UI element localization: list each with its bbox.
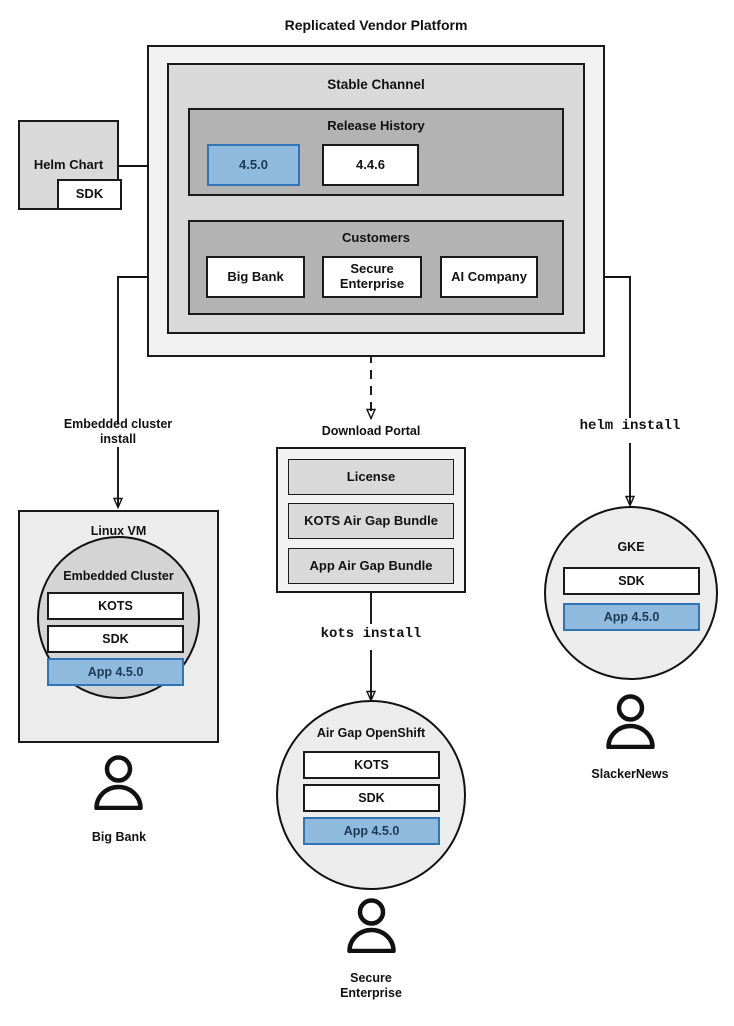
persona-label-secure-enterprise: Secure Enterprise (340, 971, 402, 1000)
gke-component-sdk[interactable]: SDK (563, 567, 700, 595)
persona-icon-big-bank (94, 755, 143, 810)
customer-big-bank[interactable]: Big Bank (206, 256, 305, 298)
helm-install-label: helm install (579, 418, 681, 434)
airgap-openshift-title: Air Gap OpenShift (316, 726, 426, 740)
gke-component-app[interactable]: App 4.5.0 (563, 603, 700, 631)
linux-vm-component-kots[interactable]: KOTS (47, 592, 184, 620)
helm-chart-label: Helm Chart (33, 157, 104, 172)
persona-label-slackernews: SlackerNews (591, 767, 669, 781)
release-card-4-5-0[interactable]: 4.5.0 (207, 144, 300, 186)
customers-title: Customers (342, 230, 410, 245)
portal-artifact-app-airgap-bundle[interactable]: App Air Gap Bundle (288, 548, 454, 584)
persona-icon-secure-enterprise (347, 898, 396, 953)
helm-chart-sdk-box[interactable]: SDK (57, 179, 122, 210)
release-history-title: Release History (327, 118, 425, 133)
airgap-component-kots[interactable]: KOTS (303, 751, 440, 779)
customer-secure-enterprise[interactable]: Secure Enterprise (322, 256, 422, 298)
kots-install-label: kots install (320, 626, 422, 642)
airgap-component-sdk[interactable]: SDK (303, 784, 440, 812)
stable-channel-title: Stable Channel (327, 77, 425, 92)
gke-title: GKE (617, 540, 645, 554)
release-card-4-4-6[interactable]: 4.4.6 (322, 144, 419, 186)
linux-vm-component-app[interactable]: App 4.5.0 (47, 658, 184, 686)
airgap-component-app[interactable]: App 4.5.0 (303, 817, 440, 845)
linux-vm-title: Linux VM (90, 524, 147, 538)
persona-label-big-bank: Big Bank (91, 830, 147, 844)
customer-ai-company[interactable]: AI Company (440, 256, 538, 298)
embedded-cluster-install-label: Embedded cluster install (63, 417, 173, 446)
download-portal-title: Download Portal (321, 424, 421, 438)
portal-artifact-kots-airgap-bundle[interactable]: KOTS Air Gap Bundle (288, 503, 454, 539)
persona-icon-slackernews (606, 694, 655, 749)
portal-artifact-license[interactable]: License (288, 459, 454, 495)
embedded-cluster-title: Embedded Cluster (63, 569, 174, 583)
page-title: Replicated Vendor Platform (284, 17, 468, 33)
linux-vm-component-sdk[interactable]: SDK (47, 625, 184, 653)
